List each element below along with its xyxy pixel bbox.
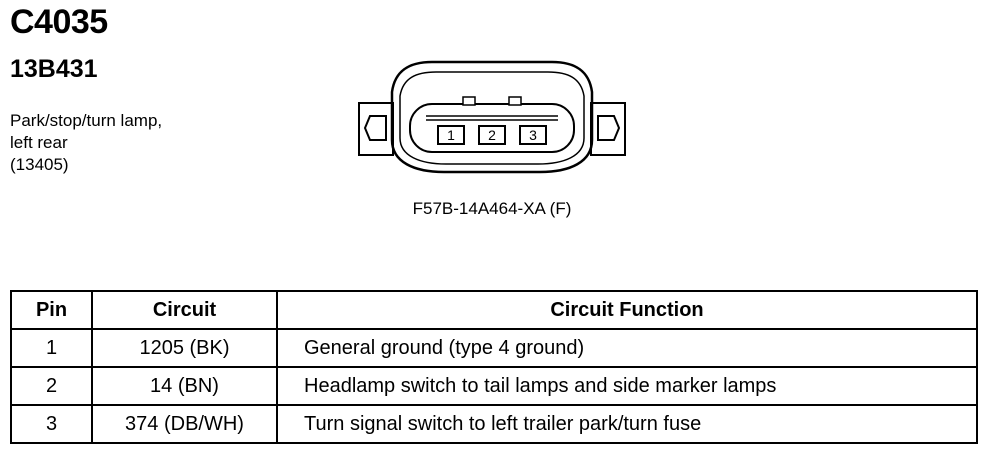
cell-circuit: 14 (BN) <box>91 366 278 406</box>
header-pin: Pin <box>10 290 93 330</box>
right-latch <box>590 102 626 156</box>
connector-id: C4035 <box>10 3 108 41</box>
pin-cavity <box>437 125 465 145</box>
cell-circuit: 374 (DB/WH) <box>91 404 278 444</box>
table-row: 2 14 (BN) Headlamp switch to tail lamps … <box>10 366 978 406</box>
pin-label: 2 <box>488 127 496 143</box>
pin-label: 1 <box>447 127 455 143</box>
header-circuit: Circuit <box>91 290 278 330</box>
cell-pin: 3 <box>10 404 93 444</box>
table-row: 3 374 (DB/WH) Turn signal switch to left… <box>10 404 978 444</box>
terminal-body <box>409 103 575 153</box>
connector-description: Park/stop/turn lamp, left rear (13405) <box>10 110 162 176</box>
left-latch <box>358 102 394 156</box>
cell-pin: 1 <box>10 328 93 368</box>
harness-id: 13B431 <box>10 55 98 83</box>
cell-circuit: 1205 (BK) <box>91 328 278 368</box>
cell-function: Headlamp switch to tail lamps and side m… <box>276 366 978 406</box>
connector-hood-inner <box>399 71 585 165</box>
pin-cavity <box>519 125 547 145</box>
table-header-row: Pin Circuit Circuit Function <box>10 290 978 330</box>
cell-pin: 2 <box>10 366 93 406</box>
cell-function: Turn signal switch to left trailer park/… <box>276 404 978 444</box>
key-rib <box>462 96 476 106</box>
description-line: left rear <box>10 133 68 152</box>
description-line: (13405) <box>10 155 69 174</box>
description-line: Park/stop/turn lamp, <box>10 111 163 130</box>
pin-cavity <box>478 125 506 145</box>
connector-hood <box>390 60 594 174</box>
connector-part-number: F57B-14A464-XA (F) <box>412 199 572 218</box>
pin-label: 3 <box>529 127 537 143</box>
key-rib <box>508 96 522 106</box>
cell-function: General ground (type 4 ground) <box>276 328 978 368</box>
header-function: Circuit Function <box>276 290 978 330</box>
table-row: 1 1205 (BK) General ground (type 4 groun… <box>10 328 978 368</box>
pinout-table: Pin Circuit Circuit Function 1 1205 (BK)… <box>10 290 978 444</box>
connector-face-diagram: 1 2 3 <box>358 60 626 174</box>
